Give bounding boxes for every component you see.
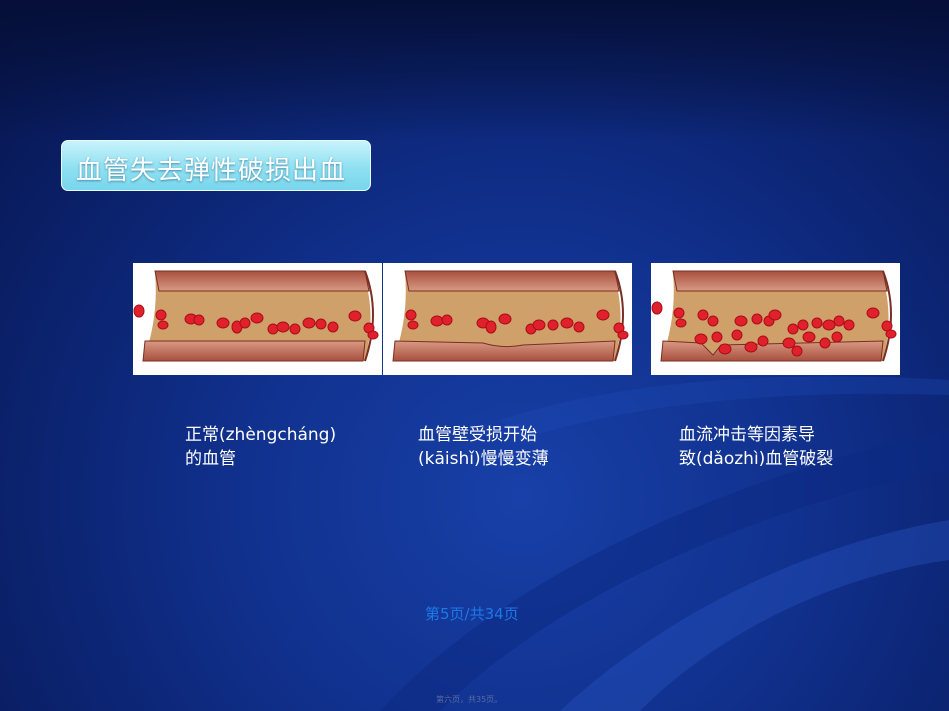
caption-normal-vessel: 正常(zhèngcháng) 的血管 xyxy=(185,423,336,471)
caption-thinning-line2: (kāishǐ)慢慢变薄 xyxy=(418,449,549,469)
page-number: 第5页/共34页 xyxy=(425,605,519,623)
caption-normal-line2: 的血管 xyxy=(185,449,236,469)
footer-page-note: 第六页，共35页。 xyxy=(436,695,503,704)
caption-ruptured-vessel: 血流冲击等因素导 致(dǎozhì)血管破裂 xyxy=(679,423,833,471)
caption-thinning-line1: 血管壁受损开始 xyxy=(418,425,537,445)
normal-vessel-image xyxy=(133,263,382,375)
caption-normal-line1: 正常(zhèngcháng) xyxy=(185,425,337,445)
caption-rupture-line2: 致(dǎozhì)血管破裂 xyxy=(679,449,834,469)
caption-thinning-vessel: 血管壁受损开始 (kāishǐ)慢慢变薄 xyxy=(418,423,549,471)
background-top-shade xyxy=(0,0,949,140)
ruptured-vessel-image xyxy=(651,263,900,375)
thinning-vessel-image xyxy=(383,263,632,375)
slide-title: 血管失去弹性破损出血 xyxy=(76,156,347,186)
slide-title-box: 血管失去弹性破损出血 xyxy=(61,140,371,191)
caption-rupture-line1: 血流冲击等因素导 xyxy=(679,425,815,445)
